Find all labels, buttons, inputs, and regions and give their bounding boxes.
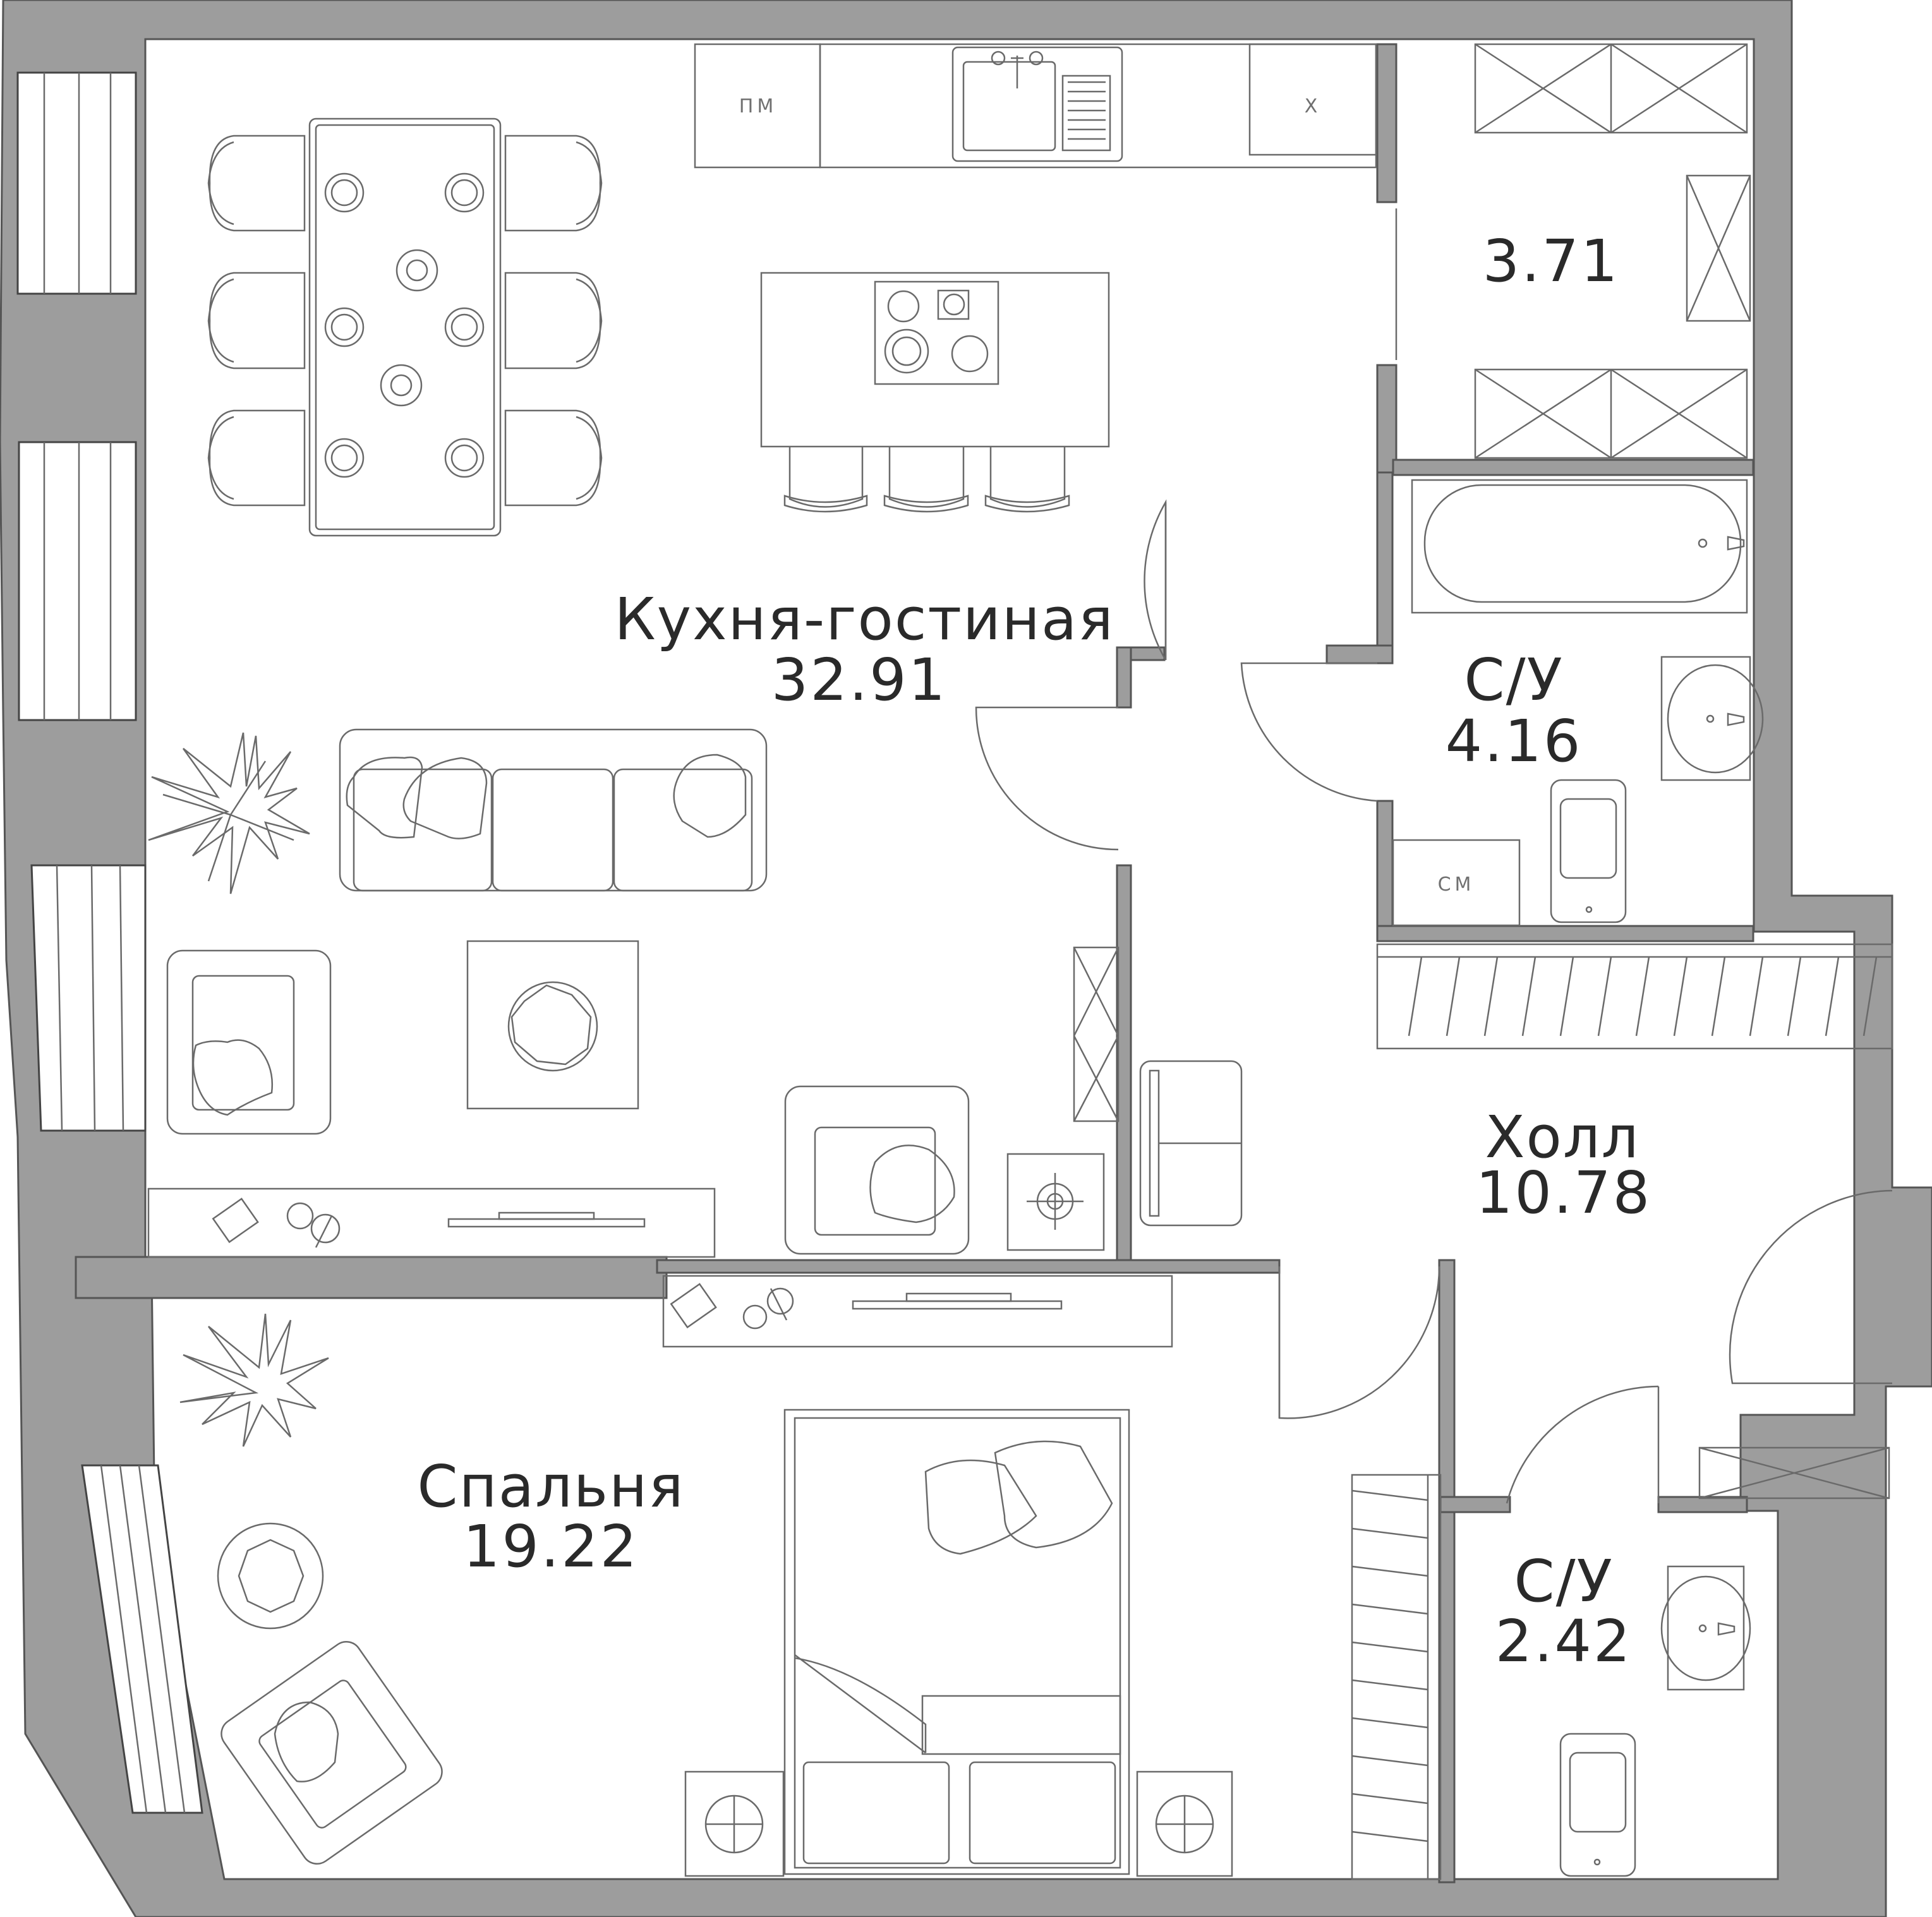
wall-kitchen-hall <box>1116 864 1132 1271</box>
door-bedroom <box>1278 1266 1440 1419</box>
room-labels: Кухня-гостиная 32.91 3.71 С/У 4.16 Холл … <box>417 227 1651 1675</box>
bathroom-1-name: С/У <box>1464 646 1563 714</box>
bedroom-name: Спальня <box>417 1453 684 1520</box>
hall-bench <box>1139 1060 1243 1227</box>
wall-kitchen-hall-stub <box>1116 646 1132 709</box>
door-kitchen <box>975 706 1119 851</box>
armchair-bedroom <box>220 1641 443 1865</box>
wall-bath2-left <box>1438 1259 1456 1884</box>
wall-pantry-left-top <box>1376 43 1398 203</box>
side-table-lamp <box>1006 1153 1105 1251</box>
wall-pantry-bottom <box>1392 459 1754 476</box>
door-entrance <box>1729 1189 1893 1385</box>
toilet-bath1-icon <box>1550 779 1627 923</box>
plant-icon <box>148 732 310 894</box>
bedroom-wardrobe <box>1351 1474 1442 1880</box>
bathroom-1-area: 4.16 <box>1446 707 1583 775</box>
cooktop-icon <box>874 280 999 385</box>
dining-table <box>308 117 502 537</box>
armchair-left <box>166 949 332 1135</box>
sofa <box>339 728 768 892</box>
kitchen-counter <box>819 43 1377 169</box>
pantry-shelves <box>1395 43 1751 459</box>
sink-bath2-icon <box>1660 1565 1751 1691</box>
bathroom-1-fixtures: СМ <box>1392 479 1764 927</box>
wall-bath1-stub <box>1325 644 1394 664</box>
living-furniture <box>147 728 1243 1258</box>
fridge <box>1248 43 1377 156</box>
wall-bath1-left <box>1376 471 1394 651</box>
nightstand-right-icon <box>1136 1770 1233 1877</box>
window-1 <box>16 71 137 295</box>
windows <box>16 71 203 1814</box>
hall-area: 10.78 <box>1476 1159 1651 1227</box>
door-bathroom-1 <box>1240 662 1378 802</box>
fridge-label: Х <box>1305 95 1322 117</box>
wall-bath1-left-lower <box>1376 800 1394 928</box>
bathtub-icon <box>1411 479 1748 614</box>
armchair-right <box>784 1085 970 1255</box>
coffee-table <box>466 940 639 1110</box>
bathroom-2-name: С/У <box>1514 1547 1613 1615</box>
tv-console-bedroom <box>662 1275 1173 1348</box>
bathroom-2-area: 2.42 <box>1495 1608 1633 1675</box>
window-3 <box>30 864 147 1132</box>
toilet-bath2-icon <box>1559 1733 1636 1877</box>
cabinet-living <box>1073 946 1120 1122</box>
sink-icon <box>951 46 1123 162</box>
window-2 <box>18 441 137 721</box>
plant-bedroom-icon <box>179 1313 329 1447</box>
kitchen-furniture: ПМ Х <box>207 43 1377 537</box>
kitchen-living-name: Кухня-гостиная <box>614 586 1114 653</box>
wall-bath1-bottom <box>1376 925 1754 942</box>
wall-kitchen-bedroom <box>75 1256 668 1299</box>
hall-wardrobe <box>1376 943 1893 1050</box>
wall-bath2-top-right <box>1657 1496 1748 1513</box>
bedroom-furniture <box>179 1275 1442 1880</box>
bar-stools <box>783 447 1070 513</box>
washing-machine-icon: СМ <box>1392 839 1521 927</box>
bed <box>783 1409 1130 1875</box>
bathroom-2-fixtures <box>1559 1565 1751 1877</box>
storage-area: 3.71 <box>1483 227 1620 295</box>
door-bathroom-2 <box>1506 1385 1659 1504</box>
hall-shelf-bath2 <box>1698 1446 1890 1499</box>
hall-name: Холл <box>1485 1103 1640 1171</box>
bedroom-area: 19.22 <box>463 1513 639 1580</box>
doors <box>975 499 1893 1504</box>
round-table-bedroom <box>217 1522 324 1630</box>
wall-pantry-left-bottom <box>1376 364 1398 474</box>
nightstand-left-icon <box>684 1770 785 1877</box>
tv-console-living <box>147 1187 716 1258</box>
washer-label: СМ <box>1438 874 1475 896</box>
kitchen-island <box>760 272 1110 448</box>
dining-chairs <box>207 135 603 507</box>
sink-bath1-icon <box>1660 656 1764 781</box>
dishwasher-label: ПМ <box>739 95 777 117</box>
kitchen-living-area: 32.91 <box>771 646 947 714</box>
wall-bath2-stub <box>1439 1496 1511 1513</box>
wall-hall-bedroom <box>656 1259 1281 1274</box>
